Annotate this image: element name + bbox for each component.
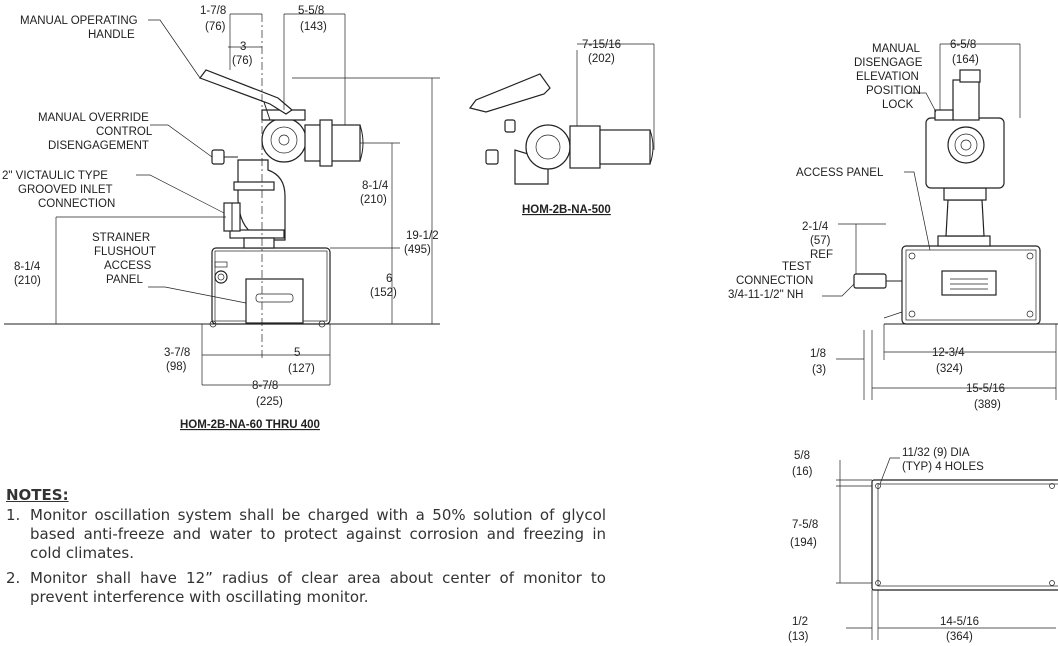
dim-1-8-mm: (3) xyxy=(812,364,826,376)
dim-19-1-2-mm: (495) xyxy=(404,244,431,256)
main-elbow xyxy=(237,159,286,241)
dim-7-15-16-mm: (202) xyxy=(588,53,615,65)
override-label-2: CONTROL xyxy=(96,126,153,138)
test-label-2: CONNECTION xyxy=(736,275,813,287)
override-label-3: DISENGAGEMENT xyxy=(48,140,149,152)
disengage-label-3: ELEVATION xyxy=(856,71,919,83)
base-plate-view: 11/32 (9) DIA (TYP) 4 HOLES 5/8 (16) 7-5… xyxy=(788,447,1058,643)
disengage-label-2: DISENGAGE xyxy=(854,57,923,69)
strainer-label-3: ACCESS xyxy=(104,260,152,272)
dim-6-mm: (152) xyxy=(370,287,397,299)
dim-12-3-4: 12-3/4 xyxy=(932,347,965,359)
dim-5-5-8-mm: (143) xyxy=(300,21,327,33)
dim-14-5-16: 14-5/16 xyxy=(940,616,979,628)
dim-7-5-8-mm: (194) xyxy=(790,537,817,549)
view500-title: HOM-2B-NA-500 xyxy=(522,204,611,216)
dim-1-7-8-mm: (76) xyxy=(205,21,226,33)
dim-5-5-8: 5-5/8 xyxy=(298,5,324,17)
strainer-access-panel xyxy=(245,278,304,324)
dim-7-15-16: 7-15/16 xyxy=(582,39,621,51)
test-label-3: 3/4-11-1/2" NH xyxy=(728,289,803,301)
dim-8-7-8-mm: (225) xyxy=(256,396,283,408)
note-item: 2. Monitor shall have 12” radius of clea… xyxy=(6,569,606,607)
dim-19-1-2: 19-1/2 xyxy=(406,230,439,242)
dim-5-8: 5/8 xyxy=(794,450,810,462)
dim-8-7-8: 8-7/8 xyxy=(252,380,278,392)
handle-label-1: MANUAL OPERATING xyxy=(20,15,138,27)
view500-handle xyxy=(468,73,551,113)
inlet-label-2: GROOVED INLET xyxy=(18,184,113,196)
side-label-plate xyxy=(941,270,997,296)
note-text: Monitor shall have 12” radius of clear a… xyxy=(30,569,606,606)
side-view: MANUAL DISENGAGE ELEVATION POSITION LOCK… xyxy=(728,39,1058,411)
dim-8-1-4-left-mm: (210) xyxy=(14,275,41,287)
strainer-label-4: PANEL xyxy=(106,274,143,286)
note-item: 1. Monitor oscillation system shall be c… xyxy=(6,506,606,563)
view500-nozzle xyxy=(599,129,651,165)
dim-3-mm: (76) xyxy=(232,55,253,67)
main-head xyxy=(261,117,307,163)
handle-label-2: HANDLE xyxy=(88,29,135,41)
view-500: 7-15/16 (202) HOM-2B-NA-500 xyxy=(468,39,655,216)
holes-label-2: (TYP) 4 HOLES xyxy=(902,461,984,473)
notes-section: NOTES: 1. Monitor oscillation system sha… xyxy=(6,486,606,607)
dim-15-5-16-mm: (389) xyxy=(974,399,1001,411)
dim-6: 6 xyxy=(386,273,392,285)
disengage-label-5: LOCK xyxy=(882,99,914,111)
dim-6-5-8: 6-5/8 xyxy=(950,39,976,51)
side-elbow xyxy=(945,199,985,237)
dim-12-3-4-mm: (324) xyxy=(936,363,963,375)
dim-1-7-8: 1-7/8 xyxy=(200,5,226,17)
operating-handle xyxy=(199,69,293,115)
dim-6-5-8-mm: (164) xyxy=(952,54,979,66)
strainer-label-1: STRAINER xyxy=(92,232,150,244)
access-panel-label: ACCESS PANEL xyxy=(796,167,884,179)
disengage-label-1: MANUAL xyxy=(872,43,921,55)
override-label-1: MANUAL OVERRIDE xyxy=(38,112,149,124)
dim-3: 3 xyxy=(240,41,246,53)
dim-8-1-4-left: 8-1/4 xyxy=(14,261,41,273)
holes-label-1: 11/32 (9) DIA xyxy=(902,447,970,459)
dim-8-1-4-right: 8-1/4 xyxy=(362,180,389,192)
dim-1-2: 1/2 xyxy=(792,616,808,628)
dim-14-5-16-mm: (364) xyxy=(946,631,973,643)
disengage-label-4: POSITION xyxy=(866,85,921,97)
strainer-label-2: FLUSHOUT xyxy=(94,246,156,258)
note-number: 1. xyxy=(6,506,21,524)
dim-2-1-4: 2-1/4 xyxy=(802,221,829,233)
dim-5: 5 xyxy=(294,347,300,359)
dim-1-8: 1/8 xyxy=(810,348,826,360)
inlet-label-1: 2" VICTAULIC TYPE xyxy=(2,170,108,182)
dim-5-8-mm: (16) xyxy=(792,466,813,478)
dim-2-1-4-ref: REF xyxy=(810,249,833,261)
dim-3-7-8-mm: (98) xyxy=(166,361,187,373)
note-number: 2. xyxy=(6,569,21,587)
dim-8-1-4-right-mm: (210) xyxy=(360,194,387,206)
test-label-1: TEST xyxy=(782,261,811,273)
dim-2-1-4-mm: (57) xyxy=(810,235,831,247)
dim-15-5-16: 15-5/16 xyxy=(966,383,1005,395)
base-plate xyxy=(871,479,1058,591)
inlet-label-3: CONNECTION xyxy=(38,198,115,210)
note-text: Monitor oscillation system shall be char… xyxy=(30,506,606,562)
test-connection xyxy=(853,273,887,289)
main-view: MANUAL OPERATING HANDLE MANUAL OVERRIDE … xyxy=(2,5,440,431)
dim-1-2-mm: (13) xyxy=(788,631,809,643)
view500-head xyxy=(525,124,571,170)
main-view-title: HOM-2B-NA-60 THRU 400 xyxy=(180,419,320,431)
dim-5-mm: (127) xyxy=(288,363,315,375)
dim-3-7-8: 3-7/8 xyxy=(164,347,190,359)
dim-7-5-8: 7-5/8 xyxy=(792,519,818,531)
notes-header: NOTES: xyxy=(6,486,69,504)
